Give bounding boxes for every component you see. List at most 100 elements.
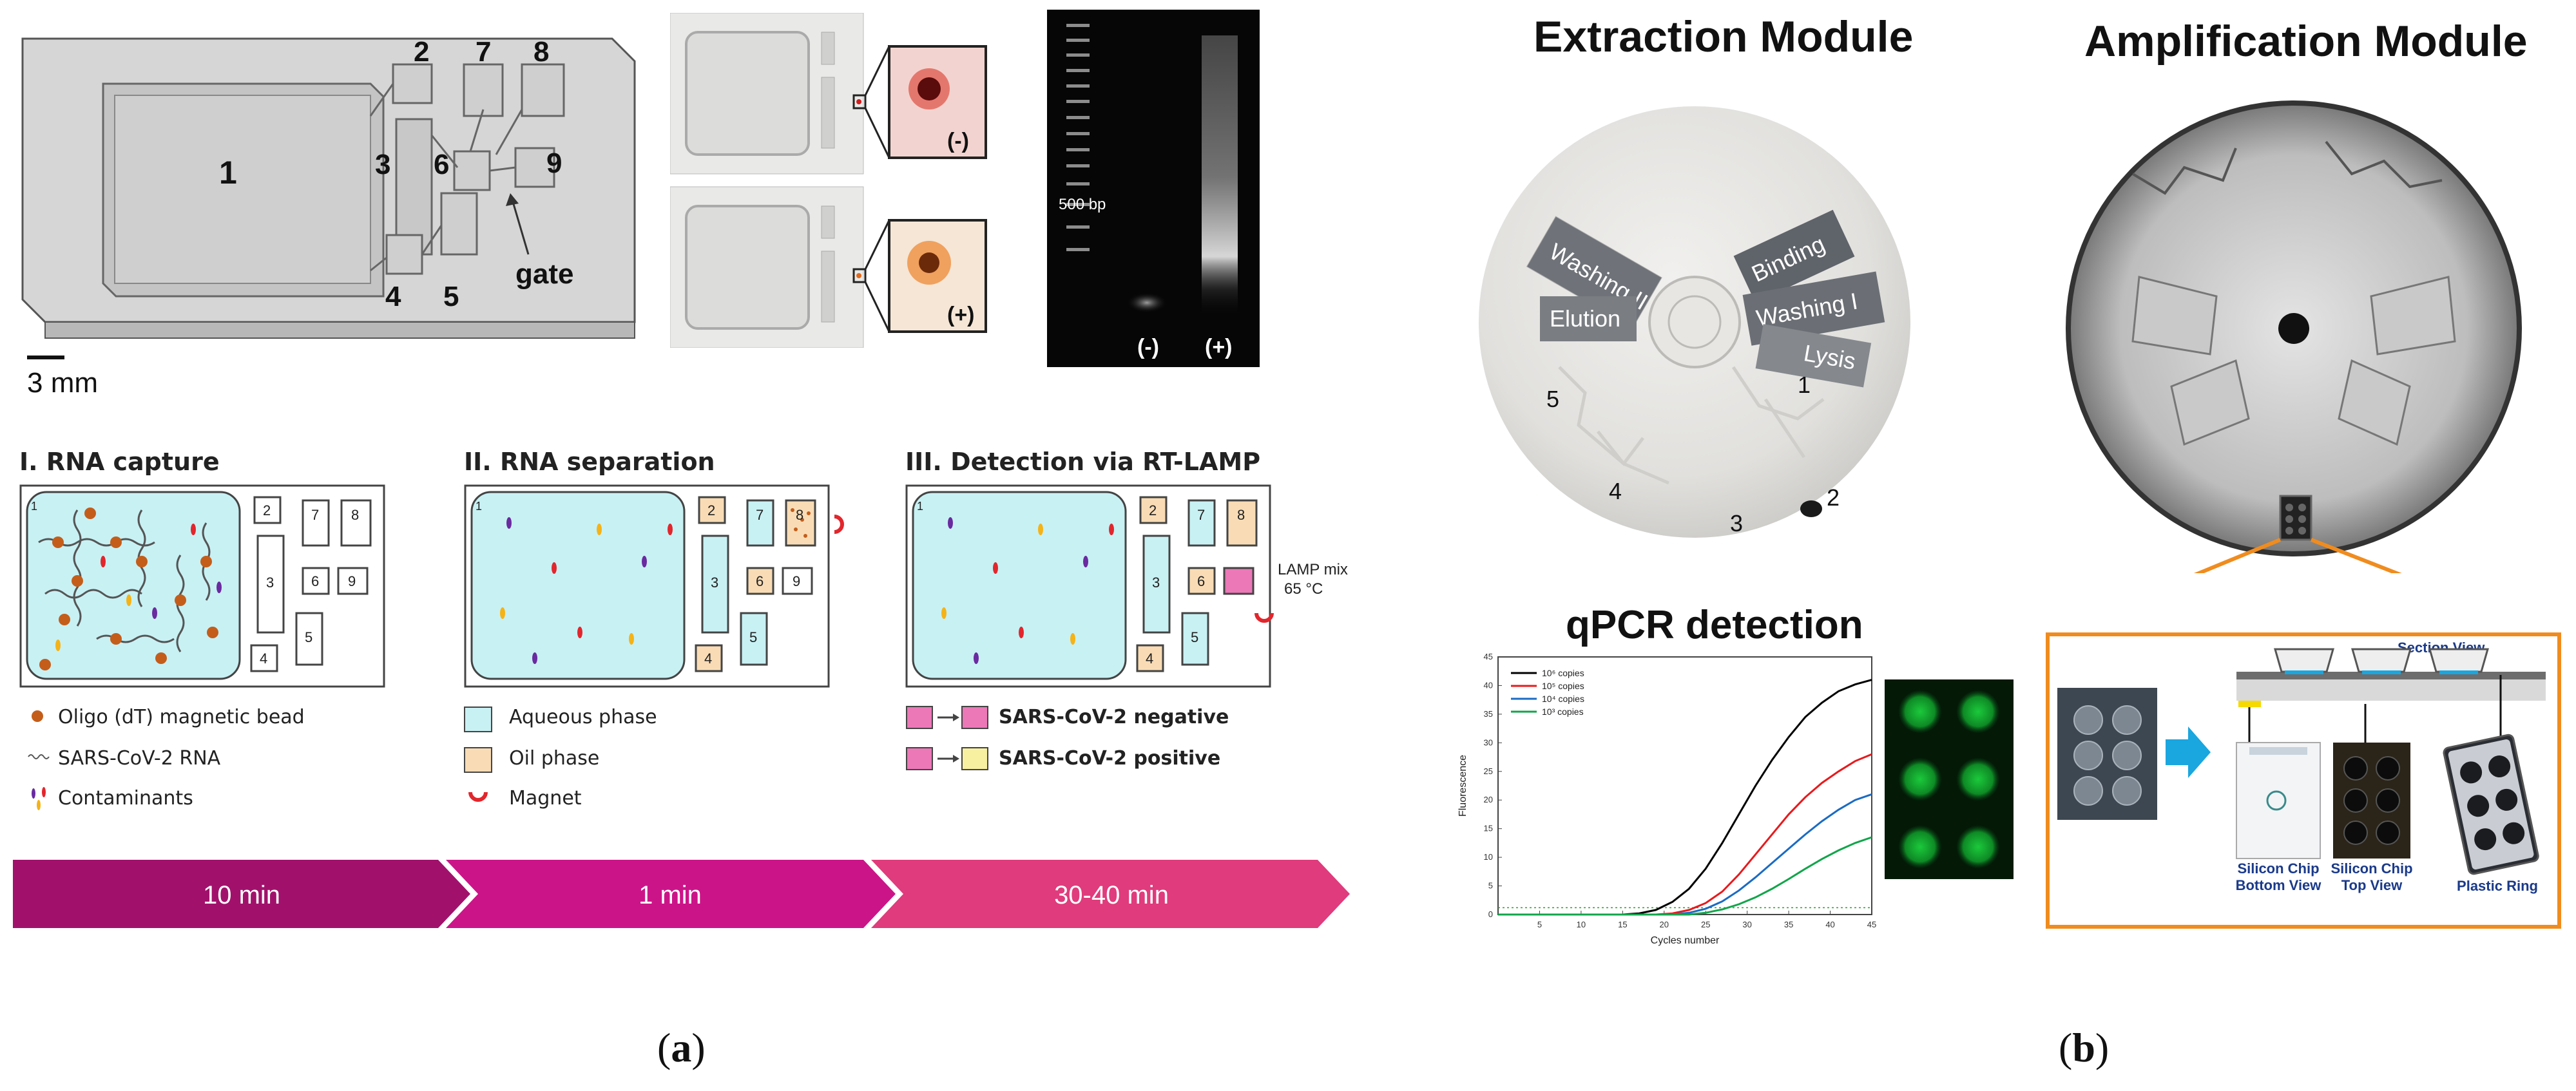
disc-number-5: 5 — [1546, 386, 1559, 412]
y-tick-label: 45 — [1484, 652, 1493, 661]
svg-text:6: 6 — [756, 573, 764, 589]
contaminants-separation — [500, 517, 673, 664]
lane-negative-band — [1126, 292, 1168, 313]
contaminants — [55, 524, 222, 651]
chip-number-6: 6 — [434, 149, 449, 180]
svg-text:8: 8 — [351, 507, 359, 523]
svg-text:6: 6 — [1197, 573, 1205, 589]
chip-schematic: 1 2 3 4 5 6 7 8 9 gate — [21, 36, 636, 339]
svg-text:5: 5 — [749, 629, 757, 645]
svg-text:5: 5 — [305, 629, 312, 645]
disc-number-3: 3 — [1730, 510, 1743, 536]
blue-arrow-icon — [2166, 726, 2211, 778]
chip-number-2: 2 — [414, 36, 429, 68]
ladder-bands — [1066, 24, 1090, 251]
step-title-detection: III. Detection via RT-LAMP — [905, 448, 1261, 476]
svg-text:3: 3 — [1152, 574, 1160, 591]
y-axis-label: Fluorescence — [1457, 755, 1468, 817]
timeline-label-2: 1 min — [639, 881, 702, 909]
chamber-6 — [453, 150, 491, 191]
step-title-capture: I. RNA capture — [19, 448, 220, 476]
x-tick-label: 45 — [1867, 920, 1876, 929]
timeline: 10 min 1 min 30-40 min — [13, 860, 1350, 928]
contaminants-detection — [941, 517, 1114, 664]
gel-image: 500 bp (-) (+) — [1047, 10, 1260, 367]
y-tick-label: 10 — [1484, 852, 1493, 862]
x-tick-label: 20 — [1660, 920, 1669, 929]
chamber-8 — [521, 63, 565, 117]
svg-text:5: 5 — [1191, 629, 1198, 645]
svg-text:2: 2 — [263, 502, 271, 518]
gel-marker-label: 500 bp — [1059, 196, 1106, 213]
x-tick-label: 15 — [1618, 920, 1627, 929]
legend-entry: 10³ copies — [1542, 707, 1584, 717]
svg-text:7: 7 — [756, 507, 764, 523]
svg-text:4: 4 — [1146, 650, 1153, 667]
svg-text:7: 7 — [1197, 507, 1205, 523]
top-view-label-1: Silicon Chip — [2331, 860, 2412, 877]
disc-label-elution: Elution — [1550, 305, 1620, 332]
legend-positive: SARS-CoV-2 positive — [999, 747, 1221, 770]
legend-aqueous: Aqueous phase — [509, 706, 657, 728]
extraction-title: Extraction Module — [1533, 12, 1914, 61]
svg-text:4: 4 — [704, 650, 712, 667]
chip-number-5: 5 — [443, 281, 459, 312]
svg-text:8: 8 — [1237, 507, 1245, 523]
legend-swatch-aqueous — [464, 707, 492, 732]
plastic-ring-label: Plastic Ring — [2457, 878, 2538, 894]
y-tick-label: 20 — [1484, 795, 1493, 804]
photo-label-negative: (-) — [947, 129, 969, 153]
lamp-temp: 65 °C — [1284, 580, 1323, 598]
chamber-5 — [440, 192, 478, 256]
legend-rna: SARS-CoV-2 RNA — [58, 747, 221, 770]
x-tick-label: 30 — [1742, 920, 1751, 929]
svg-text:2: 2 — [1149, 502, 1157, 518]
bottom-view-label-1: Silicon Chip — [2237, 860, 2319, 877]
y-tick-label: 25 — [1484, 766, 1493, 776]
y-tick-label: 35 — [1484, 709, 1493, 719]
y-tick-label: 30 — [1484, 737, 1493, 747]
legend-negative: SARS-CoV-2 negative — [999, 706, 1229, 728]
legend-entry: 10⁴ copies — [1542, 694, 1584, 704]
step-title-separation: II. RNA separation — [464, 448, 715, 476]
svg-text:9: 9 — [793, 573, 800, 589]
series-line — [1498, 836, 1872, 916]
chip-number-9: 9 — [546, 147, 562, 179]
plastic-ring — [2443, 734, 2539, 875]
legend-oil: Oil phase — [509, 747, 600, 770]
disc-number-4: 4 — [1609, 478, 1622, 504]
legend-magnet-icon — [468, 792, 488, 802]
x-axis-label: Cycles number — [1651, 935, 1720, 946]
scale-bar — [27, 356, 64, 359]
chip-number-3: 3 — [375, 149, 390, 180]
panel-label-b: (b) — [2059, 1025, 2110, 1070]
chip-detail-frame — [2046, 632, 2561, 929]
svg-text:1: 1 — [31, 500, 37, 513]
timeline-label-1: 10 min — [203, 881, 280, 909]
qpcr-title: qPCR detection — [1566, 603, 1863, 647]
x-tick-label: 40 — [1825, 920, 1834, 929]
chip-number-8: 8 — [533, 36, 549, 68]
gate-arrow — [511, 199, 530, 255]
legend-magnet: Magnet — [509, 787, 582, 810]
top-view-label-2: Top View — [2341, 877, 2403, 893]
lysis-sachet: Lysis — [1755, 324, 1872, 388]
legend-contaminants: Contaminants — [58, 787, 193, 810]
svg-text:8: 8 — [796, 507, 803, 523]
x-tick-label: 25 — [1701, 920, 1710, 929]
chamber-4 — [385, 234, 423, 275]
fluorescence-image — [1885, 679, 2014, 879]
magnet-icon — [834, 515, 844, 534]
svg-text:9: 9 — [348, 573, 356, 589]
disc-number-1: 1 — [1798, 372, 1811, 398]
svg-text:3: 3 — [711, 574, 718, 591]
scale-bar-label: 3 mm — [27, 367, 98, 399]
chip-photo — [2057, 688, 2157, 820]
chip-on-disc — [2279, 495, 2312, 541]
svg-text:1: 1 — [917, 500, 923, 513]
timeline-segment-3 — [871, 860, 1350, 928]
x-tick-label: 10 — [1577, 920, 1586, 929]
